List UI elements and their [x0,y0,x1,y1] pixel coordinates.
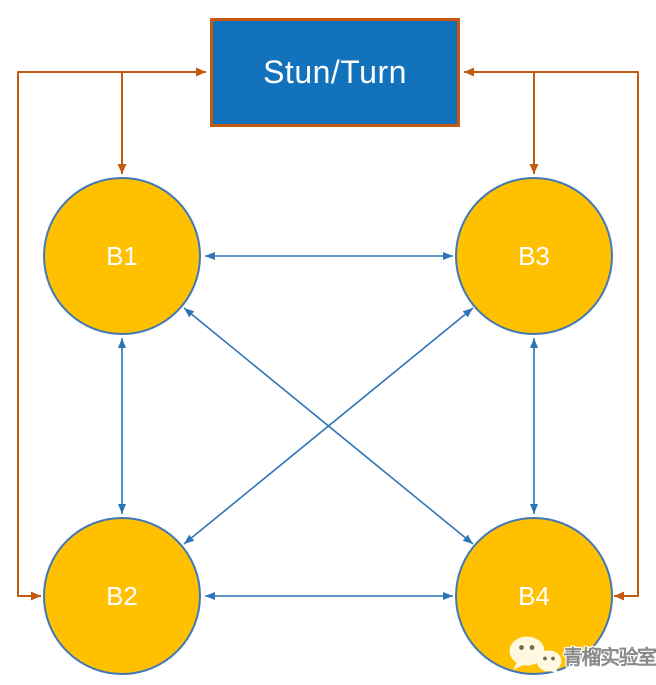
node-b4-label: B4 [518,580,550,611]
edge-b2-b3 [183,307,474,545]
edge-b1-b4 [183,307,474,545]
node-b1: B1 [43,177,201,335]
node-stun-turn-server: Stun/Turn [210,18,460,127]
node-b1-label: B1 [106,240,138,271]
node-b2: B2 [43,517,201,675]
watermark: 青榴实验室 [505,632,656,678]
node-b3-label: B3 [518,240,550,271]
server-label: Stun/Turn [263,54,407,90]
watermark-text: 青榴实验室 [563,646,656,669]
node-b2-label: B2 [106,580,138,611]
node-b3: B3 [455,177,613,335]
wechat-icon [509,636,562,675]
edge-server-b4-elbow [464,67,639,601]
